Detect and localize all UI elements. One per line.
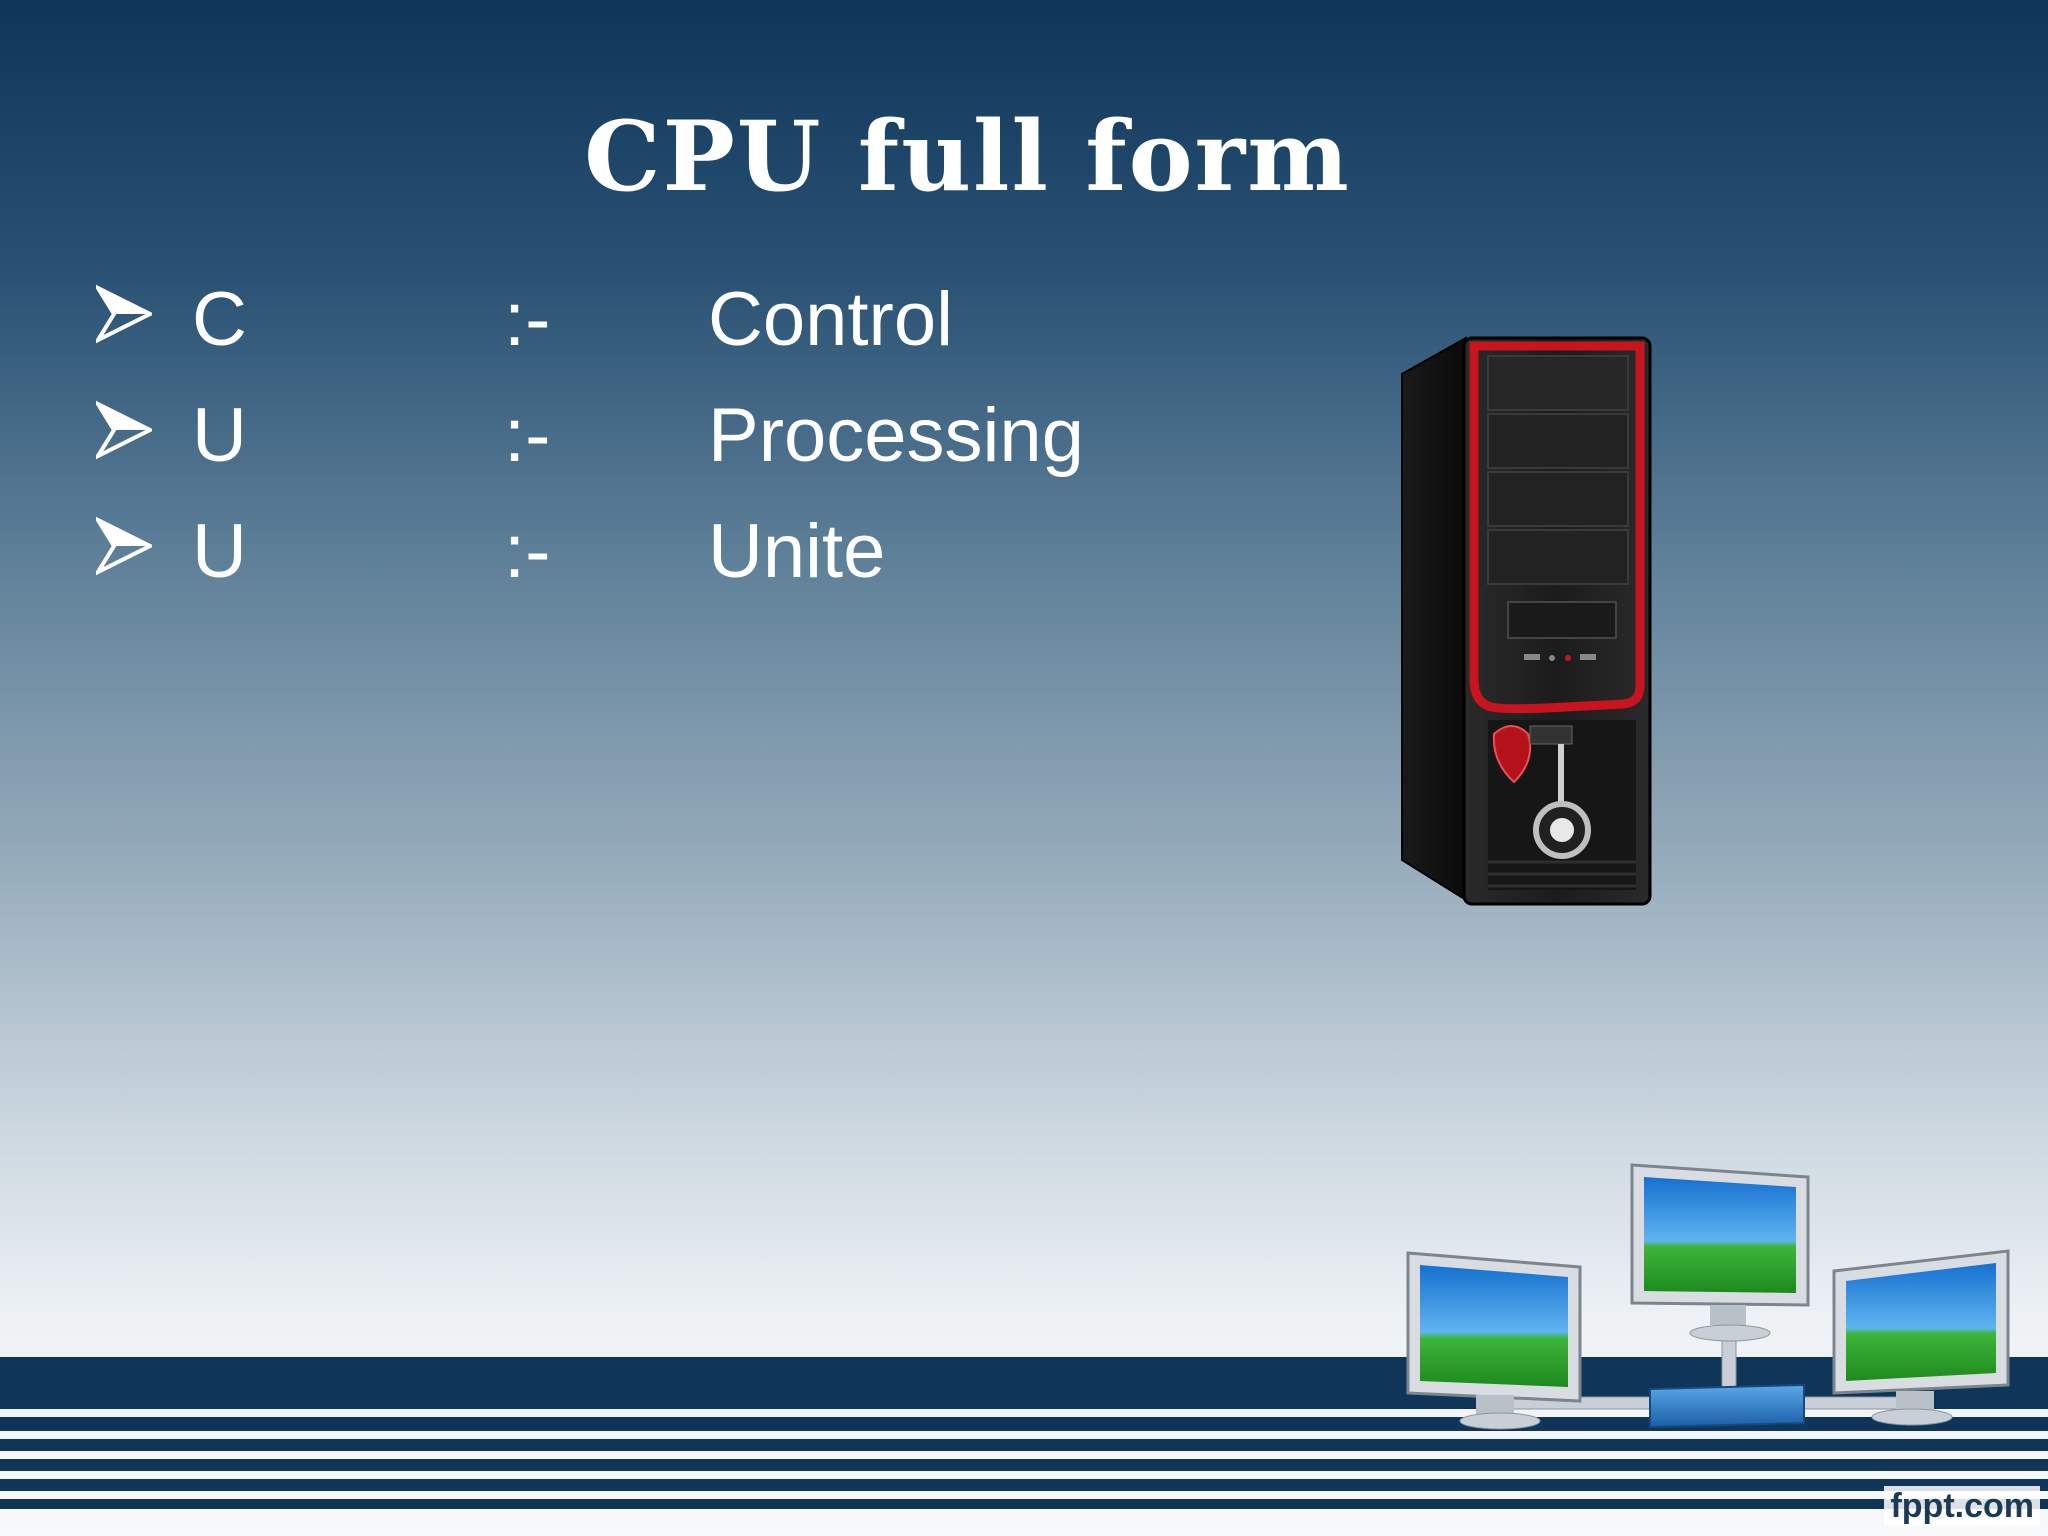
bullet-letter: U — [192, 509, 247, 594]
arrow-bullet-icon — [96, 284, 152, 344]
bullet-item: U :- Unite — [96, 494, 1196, 610]
bullet-item: U :- Processing — [96, 378, 1196, 494]
bullet-word: Unite — [708, 509, 886, 594]
bullet-letter: C — [192, 277, 247, 362]
bullet-word: Processing — [708, 393, 1084, 478]
bullet-separator: :- — [504, 393, 551, 478]
network-monitors-icon — [1406, 1163, 2010, 1430]
bullet-letter: U — [192, 393, 247, 478]
computer-tower-icon — [1401, 336, 1652, 906]
slide-title: CPU full form — [584, 100, 1351, 213]
arrow-bullet-icon — [96, 516, 152, 576]
bullet-item: C :- Control — [96, 262, 1196, 378]
bullet-separator: :- — [504, 509, 551, 594]
bullet-word: Control — [708, 277, 953, 362]
bullet-list: C :- Control U :- Processing U :- Unite — [96, 262, 1196, 610]
bullet-separator: :- — [504, 277, 551, 362]
footer-brand: fppt.com — [1884, 1486, 2040, 1526]
arrow-bullet-icon — [96, 400, 152, 460]
